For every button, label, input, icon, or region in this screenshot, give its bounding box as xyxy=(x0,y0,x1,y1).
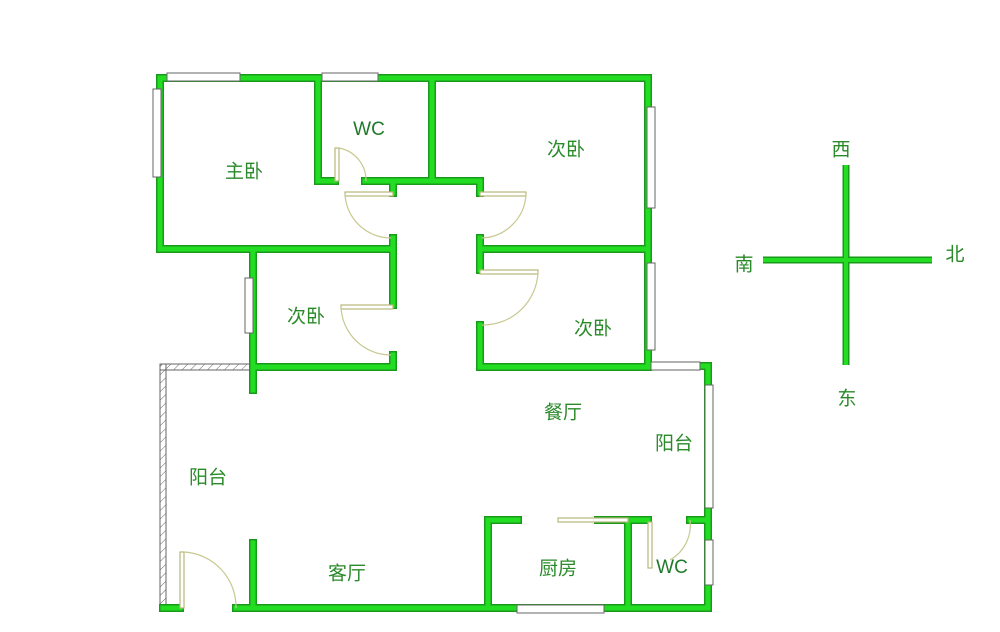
wall-segment xyxy=(314,74,339,185)
compass-east: 东 xyxy=(837,387,857,410)
wall-segment xyxy=(362,178,396,196)
room-label-bedroom-ne: 次卧 xyxy=(546,138,586,161)
balcony-rail-north xyxy=(159,363,254,371)
wall-segment xyxy=(315,75,338,184)
balcony-rail-west xyxy=(159,363,167,611)
room-label-bedroom-e: 次卧 xyxy=(573,317,613,340)
wall-segment xyxy=(250,352,396,370)
wall-segment xyxy=(476,321,652,371)
room-label-master-bedroom: 主卧 xyxy=(224,160,264,183)
room-label-dining: 餐厅 xyxy=(543,401,583,424)
room-label-kitchen: 厨房 xyxy=(538,557,578,580)
compass-south: 南 xyxy=(734,253,754,276)
compass xyxy=(763,165,932,365)
room-label-living: 客厅 xyxy=(327,562,367,585)
room-label-balcony-e: 阳台 xyxy=(654,432,694,455)
compass-west: 西 xyxy=(831,138,851,161)
doors xyxy=(179,147,691,609)
compass-north: 北 xyxy=(945,243,965,266)
wall-segment xyxy=(485,517,521,611)
wall-segment xyxy=(390,178,483,196)
room-label-wc-bottom: WC xyxy=(656,557,688,578)
room-label-wc-top: WC xyxy=(353,119,385,140)
wall-segment xyxy=(484,516,522,612)
wall-segment xyxy=(477,322,651,370)
room-label-balcony-w: 阳台 xyxy=(188,466,228,489)
windows xyxy=(152,72,714,614)
room-label-bedroom-w: 次卧 xyxy=(286,305,326,328)
